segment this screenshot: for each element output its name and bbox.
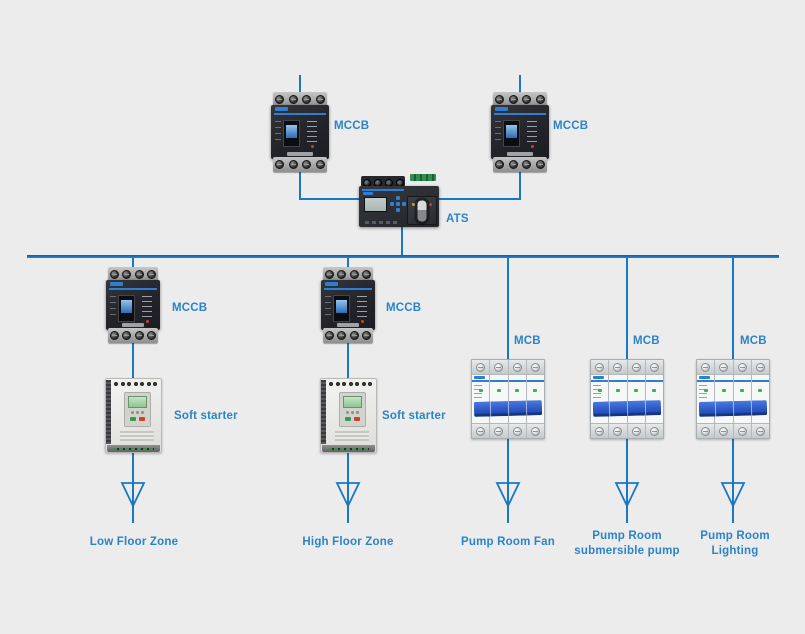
soft-starter-device-low-floor [105, 378, 162, 453]
brand-logo [110, 282, 123, 286]
wire-mccb-right-to-ats [437, 198, 521, 200]
ats-lcd-screen [364, 197, 387, 212]
brand-logo [495, 107, 508, 111]
wire-branch-fan-top [507, 258, 509, 360]
terminal-strip [410, 174, 436, 181]
soft-starter-lcd [343, 396, 362, 408]
label-mccb-low: MCCB [172, 302, 208, 314]
load-arrow-high-floor [335, 482, 361, 508]
brand-logo [325, 282, 338, 286]
wire-branch-low-load [132, 452, 134, 523]
mcb-device-pump [590, 359, 664, 439]
brand-logo [593, 376, 604, 379]
wire-mccb-left-down [299, 170, 301, 200]
wire-branch-pump-load [626, 437, 628, 523]
terminal-strip [493, 157, 547, 172]
soft-starter-keypad [339, 392, 366, 427]
breaker-handle [283, 120, 300, 147]
main-busbar [27, 255, 779, 258]
soft-starter-device-high-floor [320, 378, 377, 453]
label-load-high-floor: High Floor Zone [302, 536, 394, 548]
wire-source-left [299, 75, 301, 94]
wire-branch-pump-top [626, 258, 628, 360]
label-mcb-pump: MCB [633, 335, 660, 347]
ats-device [359, 174, 439, 227]
breaker-handle [503, 120, 520, 147]
load-arrow-lighting [720, 482, 746, 508]
terminal-strip [108, 328, 158, 343]
mccb-device-top-right [491, 92, 549, 172]
breaker-toggle [473, 400, 543, 417]
terminal-strip [273, 92, 327, 107]
wire-branch-lighting-load [732, 437, 734, 523]
wire-source-right [519, 75, 521, 94]
breaker-handle [333, 295, 350, 322]
wire-ats-to-bus [401, 226, 403, 258]
terminal-strip [361, 176, 405, 189]
wire-mccb-left-to-ats [299, 198, 361, 200]
wire-branch-low-top [132, 258, 134, 269]
wire-branch-low-mid [132, 342, 134, 379]
wire-branch-high-top [347, 258, 349, 269]
mccb-device-low-floor [106, 267, 160, 343]
label-load-pump-line1: Pump Room [592, 530, 662, 542]
mcb-device-lighting [696, 359, 770, 439]
label-load-lighting: Pump Room Lighting [700, 529, 770, 559]
wire-branch-lighting-top [732, 258, 734, 360]
mcb-device-fan [471, 359, 545, 439]
label-load-lighting-line1: Pump Room [700, 530, 770, 542]
wire-branch-high-load [347, 452, 349, 523]
brand-logo [699, 376, 710, 379]
label-mccb-top-right: MCCB [553, 120, 589, 132]
label-load-lighting-line2: Lighting [711, 545, 759, 557]
soft-starter-keypad [124, 392, 151, 427]
label-mcb-fan: MCB [514, 335, 541, 347]
label-mccb-top-left: MCCB [334, 120, 370, 132]
breaker-toggle [698, 400, 768, 417]
wire-branch-high-mid [347, 342, 349, 379]
brand-logo [474, 376, 485, 379]
label-load-low-floor: Low Floor Zone [89, 536, 179, 548]
label-soft-starter-low: Soft starter [174, 410, 238, 422]
brand-logo [275, 107, 288, 111]
ats-rotary-handle [417, 200, 427, 221]
label-mcb-lighting: MCB [740, 335, 767, 347]
ats-keypad [396, 202, 400, 206]
label-soft-starter-high: Soft starter [382, 410, 446, 422]
terminal-strip [493, 92, 547, 107]
soft-starter-lcd [128, 396, 147, 408]
terminal-strip [273, 157, 327, 172]
mccb-device-high-floor [321, 267, 375, 343]
wire-mccb-right-down [519, 170, 521, 200]
terminal-strip [108, 267, 158, 282]
label-load-fan: Pump Room Fan [461, 536, 555, 548]
load-arrow-fan [495, 482, 521, 508]
label-load-pump-line2: submersible pump [574, 545, 680, 557]
breaker-toggle [592, 400, 662, 417]
load-arrow-low-floor [120, 482, 146, 508]
terminal-strip [323, 328, 373, 343]
wire-branch-fan-load [507, 437, 509, 523]
label-mccb-high: MCCB [386, 302, 422, 314]
ats-switch-module [407, 196, 437, 225]
breaker-handle [118, 295, 135, 322]
mccb-device-top-left [271, 92, 329, 172]
label-ats: ATS [446, 213, 469, 225]
label-load-pump: Pump Room submersible pump [574, 529, 679, 559]
load-arrow-pump [614, 482, 640, 508]
terminal-strip [323, 267, 373, 282]
brand-logo [363, 192, 373, 195]
